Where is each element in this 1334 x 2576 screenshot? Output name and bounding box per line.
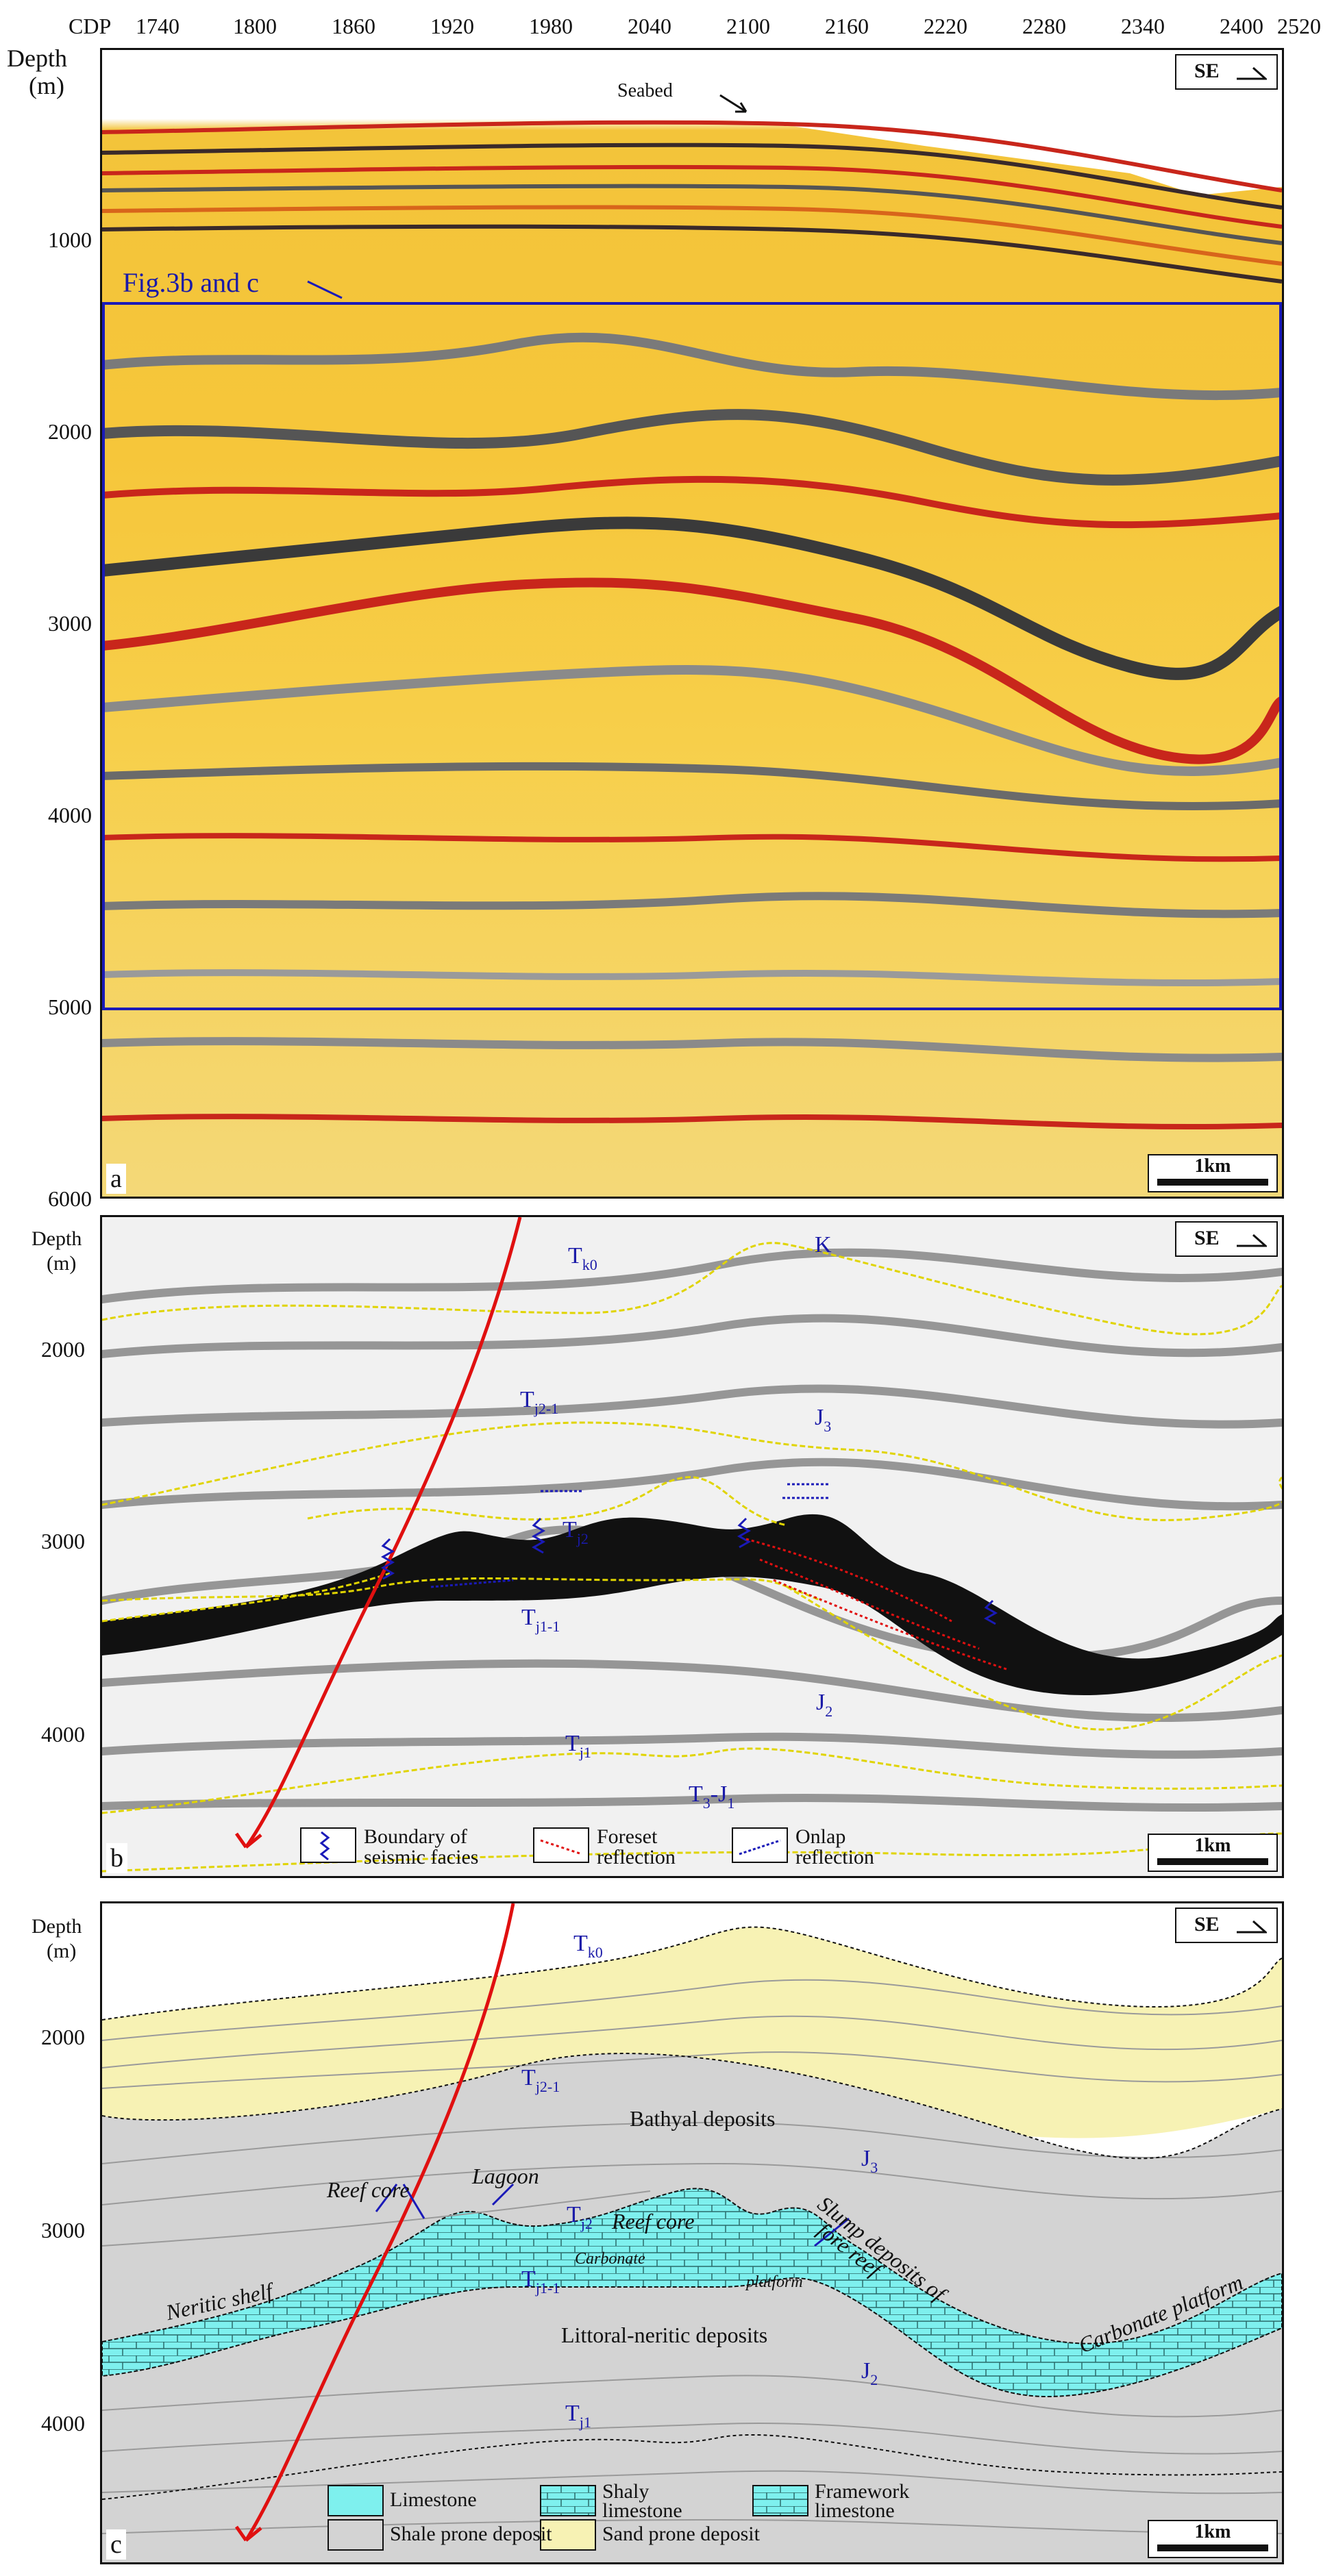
seismic-image-a: [102, 50, 1282, 1197]
legend-limestone-label: Limestone: [390, 2488, 477, 2511]
depth-axis-title: Depth: [32, 1227, 82, 1250]
reef-core-left-label: Reef core: [327, 2177, 410, 2202]
direction-arrow-icon: [1237, 66, 1267, 80]
horizon-label-j3: J3: [815, 1405, 832, 1435]
horizon-label-tk0: Tk0: [573, 1931, 603, 1961]
seismic-image-b: [102, 1217, 1282, 1876]
depth-tick-label: 2000: [48, 419, 92, 444]
direction-label: SE: [1194, 1913, 1220, 1936]
depth-tick-label: 3000: [41, 2218, 85, 2242]
panel-letter: a: [106, 1164, 126, 1194]
depth-tick-label: 6000: [48, 1186, 92, 1211]
direction-indicator: SE: [1175, 1221, 1278, 1257]
bathyal-deposits-label: Bathyal deposits: [630, 2106, 776, 2131]
depth-tick-label: 4000: [41, 2411, 85, 2436]
direction-indicator: SE: [1175, 1908, 1278, 1943]
horizon-label-tj1: Tj1: [565, 2401, 591, 2431]
depth-tick-label: 4000: [41, 1722, 85, 1747]
reef-core-right-label: Reef core: [612, 2209, 695, 2234]
depth-axis-title: Depth: [32, 1915, 82, 1938]
cdp-axis-label: CDP: [69, 14, 112, 38]
legend-foreset-line1: Foreset: [597, 1825, 658, 1848]
horizon-label-j2: J2: [816, 1690, 833, 1720]
legend-onlap-line1: Onlap: [795, 1825, 846, 1848]
horizon-label-tj11: Tj1-1: [521, 1605, 560, 1635]
interpretation-drawing-c: [102, 1903, 1282, 2562]
seabed-label: Seabed: [617, 80, 673, 101]
depth-tick-label: 5000: [48, 995, 92, 1019]
horizon-label-tj21: Tj2-1: [520, 1387, 559, 1417]
cdp-tick-label: 2100: [726, 14, 770, 38]
cdp-tick-label: 1860: [332, 14, 375, 38]
depth-tick-label: 4000: [48, 803, 92, 827]
horizon-label-tj2: Tj2: [567, 2202, 593, 2232]
figure-reference-label: Fig.3b and c: [123, 267, 259, 298]
horizon-label-tj11: Tj1-1: [521, 2266, 560, 2297]
legend-boundary-line1: Boundary of: [364, 1825, 467, 1848]
cdp-tick-label: 2340: [1121, 14, 1165, 38]
direction-label: SE: [1194, 1227, 1220, 1249]
scale-bar: 1km: [1148, 2520, 1278, 2558]
littoral-neritic-label: Littoral-neritic deposits: [561, 2323, 768, 2347]
depth-axis-unit: (m): [47, 1940, 77, 1962]
horizon-label-tj21: Tj2-1: [521, 2065, 560, 2095]
direction-indicator: SE: [1175, 54, 1278, 90]
scale-bar: 1km: [1148, 1154, 1278, 1192]
cdp-tick-label: 2400: [1220, 14, 1263, 38]
carbonate-label: Carbonate: [575, 2250, 645, 2268]
horizon-label-j3: J3: [861, 2146, 878, 2176]
horizon-label-k: K: [815, 1232, 832, 1258]
legend-sand-label: Sand prone deposit: [602, 2523, 760, 2545]
direction-arrow-icon: [1237, 1920, 1267, 1934]
cdp-tick-label: 2280: [1022, 14, 1066, 38]
scale-bar-line: [1157, 1179, 1268, 1186]
lagoon-label: Lagoon: [472, 2164, 539, 2188]
depth-tick-label: 3000: [48, 611, 92, 636]
depth-axis-unit: (m): [29, 72, 64, 99]
legend-boundary-line2: seismic facies: [364, 1846, 479, 1868]
legend-shaly-line2: limestone: [602, 2499, 682, 2522]
cdp-tick-label: 1920: [430, 14, 474, 38]
cdp-tick-label: 2220: [924, 14, 967, 38]
scale-label: 1km: [1194, 1835, 1231, 1856]
depth-axis-unit: (m): [47, 1252, 77, 1275]
depth-axis-title: Depth: [7, 45, 67, 72]
legend-framework-line1: Framework: [815, 2480, 910, 2503]
legend-framework-line2: limestone: [815, 2499, 895, 2522]
horizon-label-tk0: Tk0: [568, 1243, 597, 1273]
scale-label: 1km: [1194, 1155, 1231, 1177]
cdp-tick-label: 2520: [1277, 14, 1321, 38]
depth-tick-label: 2000: [41, 1337, 85, 1362]
horizon-label-j2: J2: [861, 2358, 878, 2388]
depth-tick-label: 2000: [41, 2025, 85, 2049]
cdp-tick-label: 1800: [233, 14, 277, 38]
cdp-tick-label: 1980: [529, 14, 573, 38]
legend-shale-label: Shale prone deposit: [390, 2523, 552, 2545]
cdp-tick-label: 2040: [628, 14, 671, 38]
legend-onlap-line2: reflection: [795, 1846, 874, 1868]
panel-letter: b: [106, 1843, 127, 1873]
cdp-tick-label: 2160: [825, 14, 869, 38]
scale-label: 1km: [1194, 2521, 1231, 2542]
panel-c-geologic-interpretation: Tk0 Tj2-1 J3 Tj2 Tj1-1 J2 Tj1 Bathyal de…: [100, 1901, 1284, 2564]
cdp-tick-label: 1740: [136, 14, 180, 38]
panel-b-interpreted-seismic: Tk0 K Tj2-1 J3 Tj2 Tj1-1 J2 Tj1 T3-J1 Bo…: [100, 1215, 1284, 1878]
platform-label: platform: [746, 2273, 803, 2291]
direction-arrow-icon: [1237, 1234, 1267, 1247]
panel-a-seismic-section: Seabed Fig.3b and c SE 1km a: [100, 48, 1284, 1199]
scale-bar: 1km: [1148, 1834, 1278, 1872]
panel-letter: c: [106, 2529, 126, 2560]
horizon-label-tj2: Tj2: [563, 1517, 589, 1547]
horizon-label-t3j1: T3-J1: [689, 1781, 735, 1812]
scale-bar-line: [1157, 2544, 1268, 2551]
legend-shaly-line1: Shaly: [602, 2480, 650, 2503]
depth-tick-label: 1000: [48, 227, 92, 252]
scale-bar-line: [1157, 1858, 1268, 1865]
legend-foreset-line2: reflection: [597, 1846, 676, 1868]
direction-label: SE: [1194, 60, 1220, 82]
horizon-label-tj1: Tj1: [565, 1731, 591, 1761]
depth-tick-label: 3000: [41, 1529, 85, 1553]
